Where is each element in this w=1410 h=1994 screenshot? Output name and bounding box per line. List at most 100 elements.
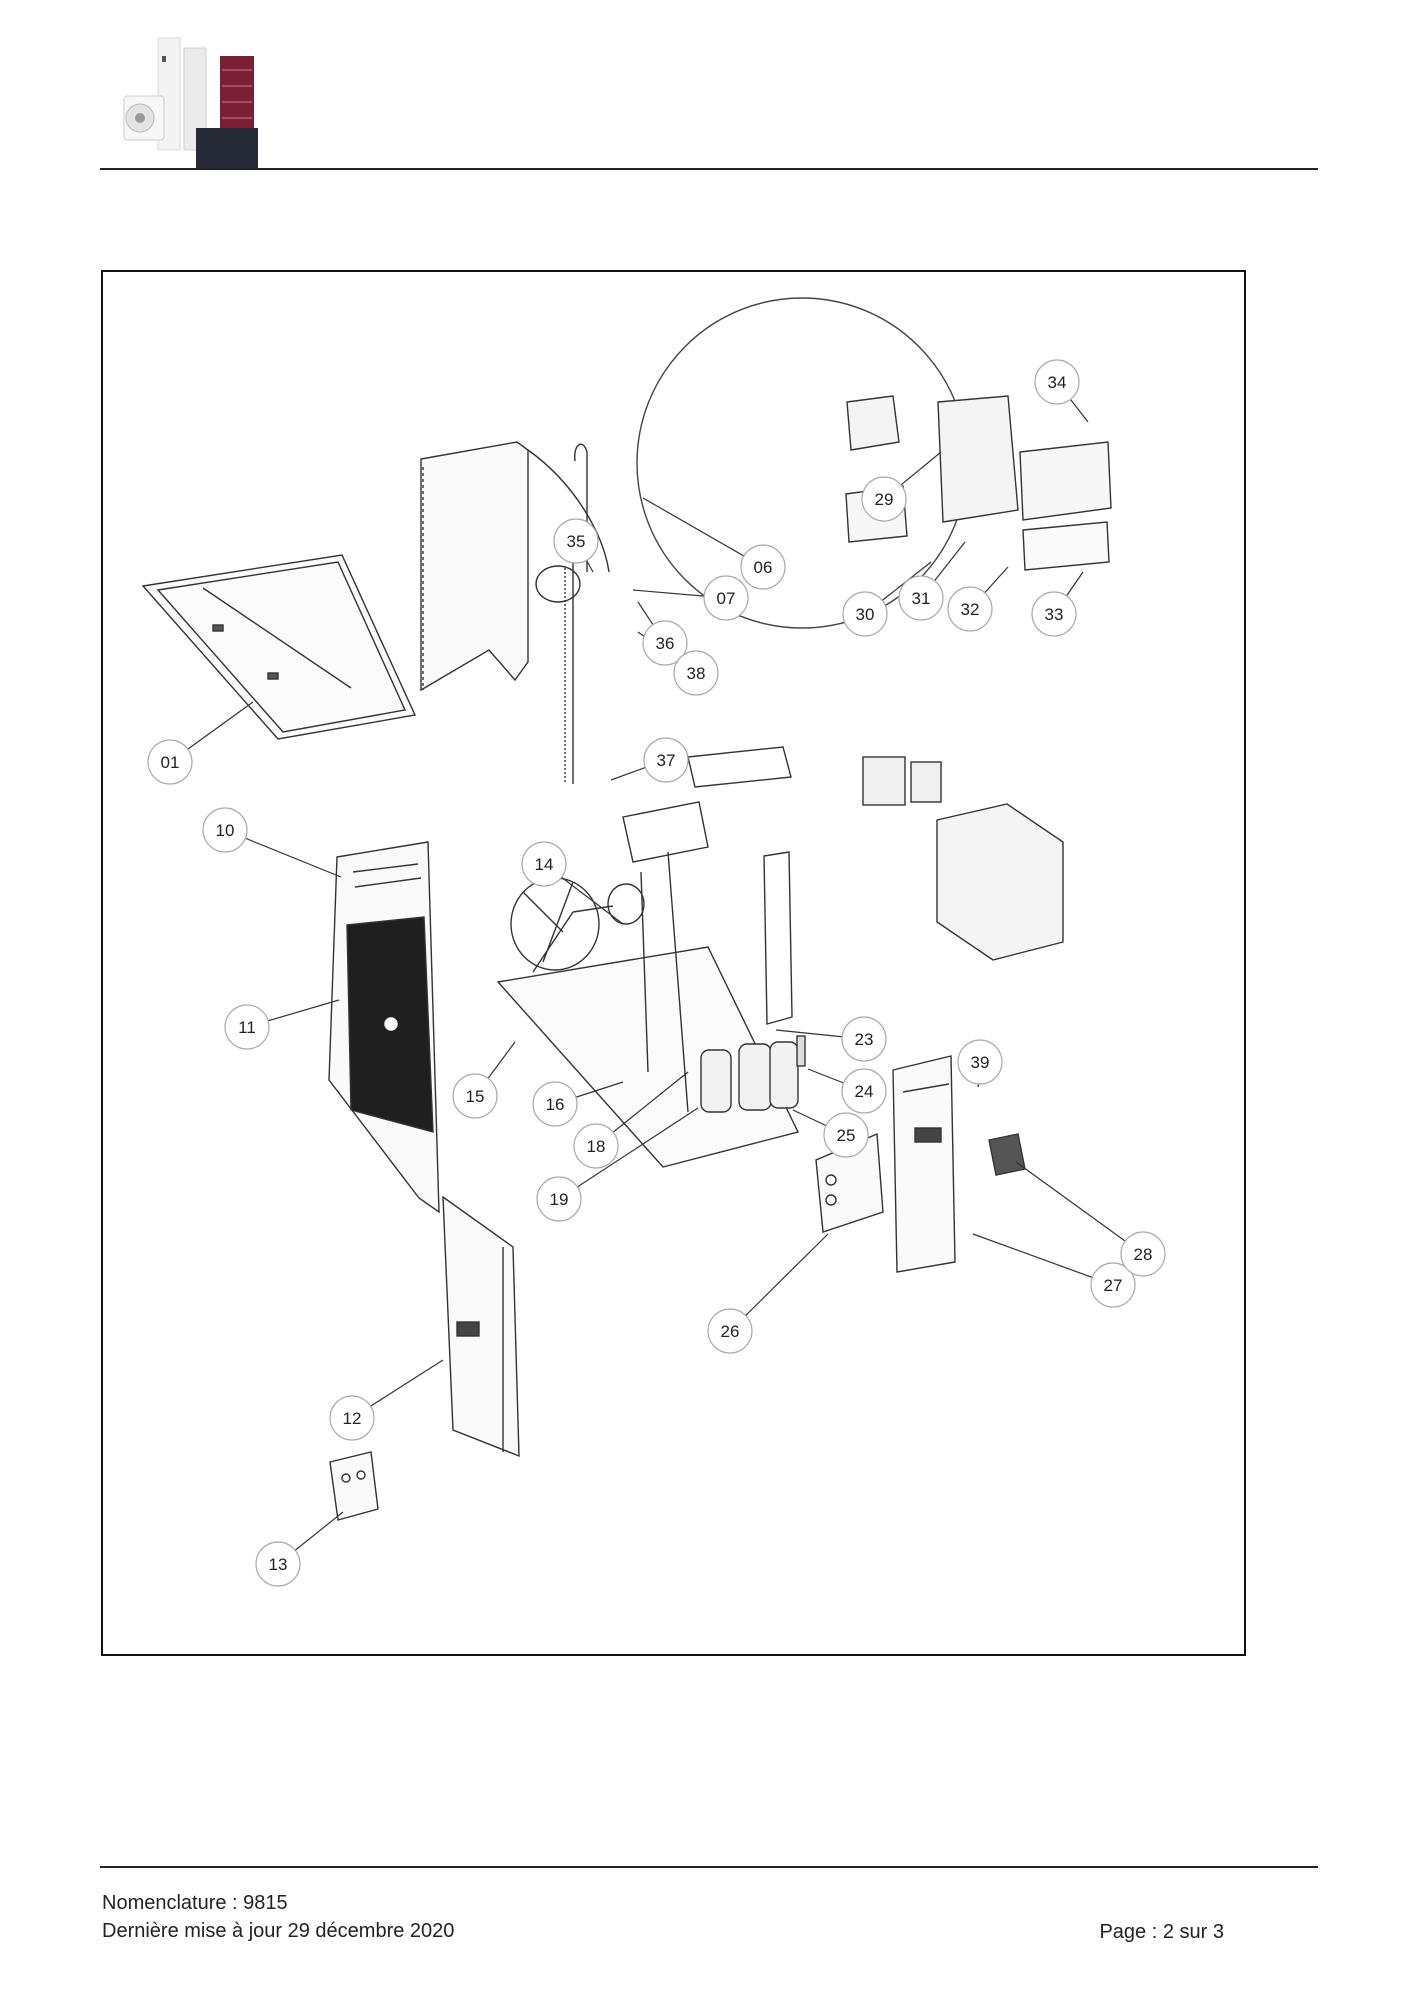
callout-bubble <box>452 1073 498 1119</box>
callout-30: 30 <box>842 591 888 637</box>
callout-label: 38 <box>687 664 706 683</box>
callout-label: 26 <box>721 1322 740 1341</box>
callout-label: 27 <box>1104 1276 1123 1295</box>
callout-14: 14 <box>521 841 567 887</box>
callout-bubble <box>947 586 993 632</box>
callout-label: 35 <box>567 532 586 551</box>
callout-bubble <box>329 1395 375 1441</box>
callout-27: 27 <box>1090 1262 1136 1308</box>
callout-label: 14 <box>535 855 554 874</box>
valve-cover <box>329 1451 379 1521</box>
callout-35: 35 <box>553 518 599 564</box>
callout-label: 16 <box>546 1095 565 1114</box>
callout-bubble <box>707 1308 753 1354</box>
callout-bubble <box>1031 591 1077 637</box>
callout-bubble <box>703 575 749 621</box>
callout-bubble <box>898 575 944 621</box>
top-cover-panel <box>141 554 417 740</box>
callout-label: 12 <box>343 1409 362 1428</box>
leader-line-26 <box>729 1233 829 1332</box>
callout-label: 11 <box>238 1018 256 1037</box>
leader-line-28 <box>1015 1161 1144 1255</box>
callout-bubble <box>224 1004 270 1050</box>
callout-bubble <box>532 1081 578 1127</box>
callout-bubble <box>536 1176 582 1222</box>
brand-logo <box>104 30 274 170</box>
footer-divider <box>100 1866 1318 1868</box>
callout-label: 39 <box>971 1053 990 1072</box>
callout-37: 37 <box>643 737 689 783</box>
callout-bubble <box>1120 1231 1166 1277</box>
service-valve <box>796 1035 806 1067</box>
callout-label: 30 <box>856 605 875 624</box>
callout-bubble <box>147 739 193 785</box>
callout-18: 18 <box>573 1123 619 1169</box>
callout-label: 15 <box>466 1087 485 1106</box>
callout-19: 19 <box>536 1176 582 1222</box>
inset-components <box>845 395 1112 571</box>
side-panel <box>442 1195 520 1458</box>
exploded-view-frame: 01 06 07 10 11 12 13 14 15 16 18 19 23 24 25 26 27 28 29 30… <box>101 270 1246 1656</box>
right-front-panel <box>892 1055 956 1273</box>
callout-16: 16 <box>532 1081 578 1127</box>
callout-label: 23 <box>855 1030 874 1049</box>
wiring-label <box>988 1133 1026 1176</box>
callout-label: 01 <box>161 753 180 772</box>
callout-06: 06 <box>740 544 786 590</box>
callout-bubble <box>842 591 888 637</box>
callout-bubble <box>1090 1262 1136 1308</box>
callout-bubble <box>202 807 248 853</box>
callout-label: 28 <box>1134 1245 1153 1264</box>
callout-25: 25 <box>823 1112 869 1158</box>
callout-bubble <box>673 650 719 696</box>
callout-34: 34 <box>1034 359 1080 405</box>
callout-label: 06 <box>754 558 773 577</box>
callout-28: 28 <box>1120 1231 1166 1277</box>
callout-bubble <box>643 737 689 783</box>
callout-01: 01 <box>147 739 193 785</box>
callout-07: 07 <box>703 575 749 621</box>
callout-label: 33 <box>1045 605 1064 624</box>
callout-12: 12 <box>329 1395 375 1441</box>
callout-bubble <box>642 620 688 666</box>
leader-line-19 <box>558 1107 699 1200</box>
callout-24: 24 <box>841 1068 887 1114</box>
callout-label: 32 <box>961 600 980 619</box>
callout-33: 33 <box>1031 591 1077 637</box>
callout-label: 13 <box>269 1555 288 1574</box>
callout-bubble <box>861 476 907 522</box>
callout-label: 24 <box>855 1082 874 1101</box>
callout-39: 39 <box>957 1039 1003 1085</box>
callout-bubble <box>553 518 599 564</box>
callout-label: 34 <box>1048 373 1067 392</box>
callout-bubble <box>957 1039 1003 1085</box>
callout-bubble <box>823 1112 869 1158</box>
callout-26: 26 <box>707 1308 753 1354</box>
callout-label: 07 <box>717 589 736 608</box>
electrical-box <box>862 756 1064 961</box>
callout-label: 29 <box>875 490 894 509</box>
callout-38: 38 <box>673 650 719 696</box>
last-updated-text: Dernière mise à jour 29 décembre 2020 <box>102 1920 455 1942</box>
callout-10: 10 <box>202 807 248 853</box>
nomenclature-text: Nomenclature : 9815 <box>102 1892 288 1914</box>
callout-bubble <box>573 1123 619 1169</box>
callout-bubble <box>740 544 786 590</box>
callout-label: 25 <box>837 1126 856 1145</box>
callout-11: 11 <box>224 1004 270 1050</box>
page-number: Page : 2 sur 3 <box>1099 1921 1224 1943</box>
leader-line-06 <box>642 497 764 568</box>
leader-line-27 <box>972 1233 1114 1286</box>
callout-bubble <box>521 841 567 887</box>
callout-13: 13 <box>255 1541 301 1587</box>
callout-36: 36 <box>642 620 688 666</box>
callout-bubble <box>1034 359 1080 405</box>
callout-label: 36 <box>656 634 675 653</box>
callout-bubble <box>841 1068 887 1114</box>
callout-15: 15 <box>452 1073 498 1119</box>
fan-and-motor <box>510 877 645 973</box>
compressor <box>700 1041 799 1113</box>
callout-bubble <box>841 1016 887 1062</box>
callout-label: 19 <box>550 1190 569 1209</box>
header-divider <box>100 168 1318 170</box>
